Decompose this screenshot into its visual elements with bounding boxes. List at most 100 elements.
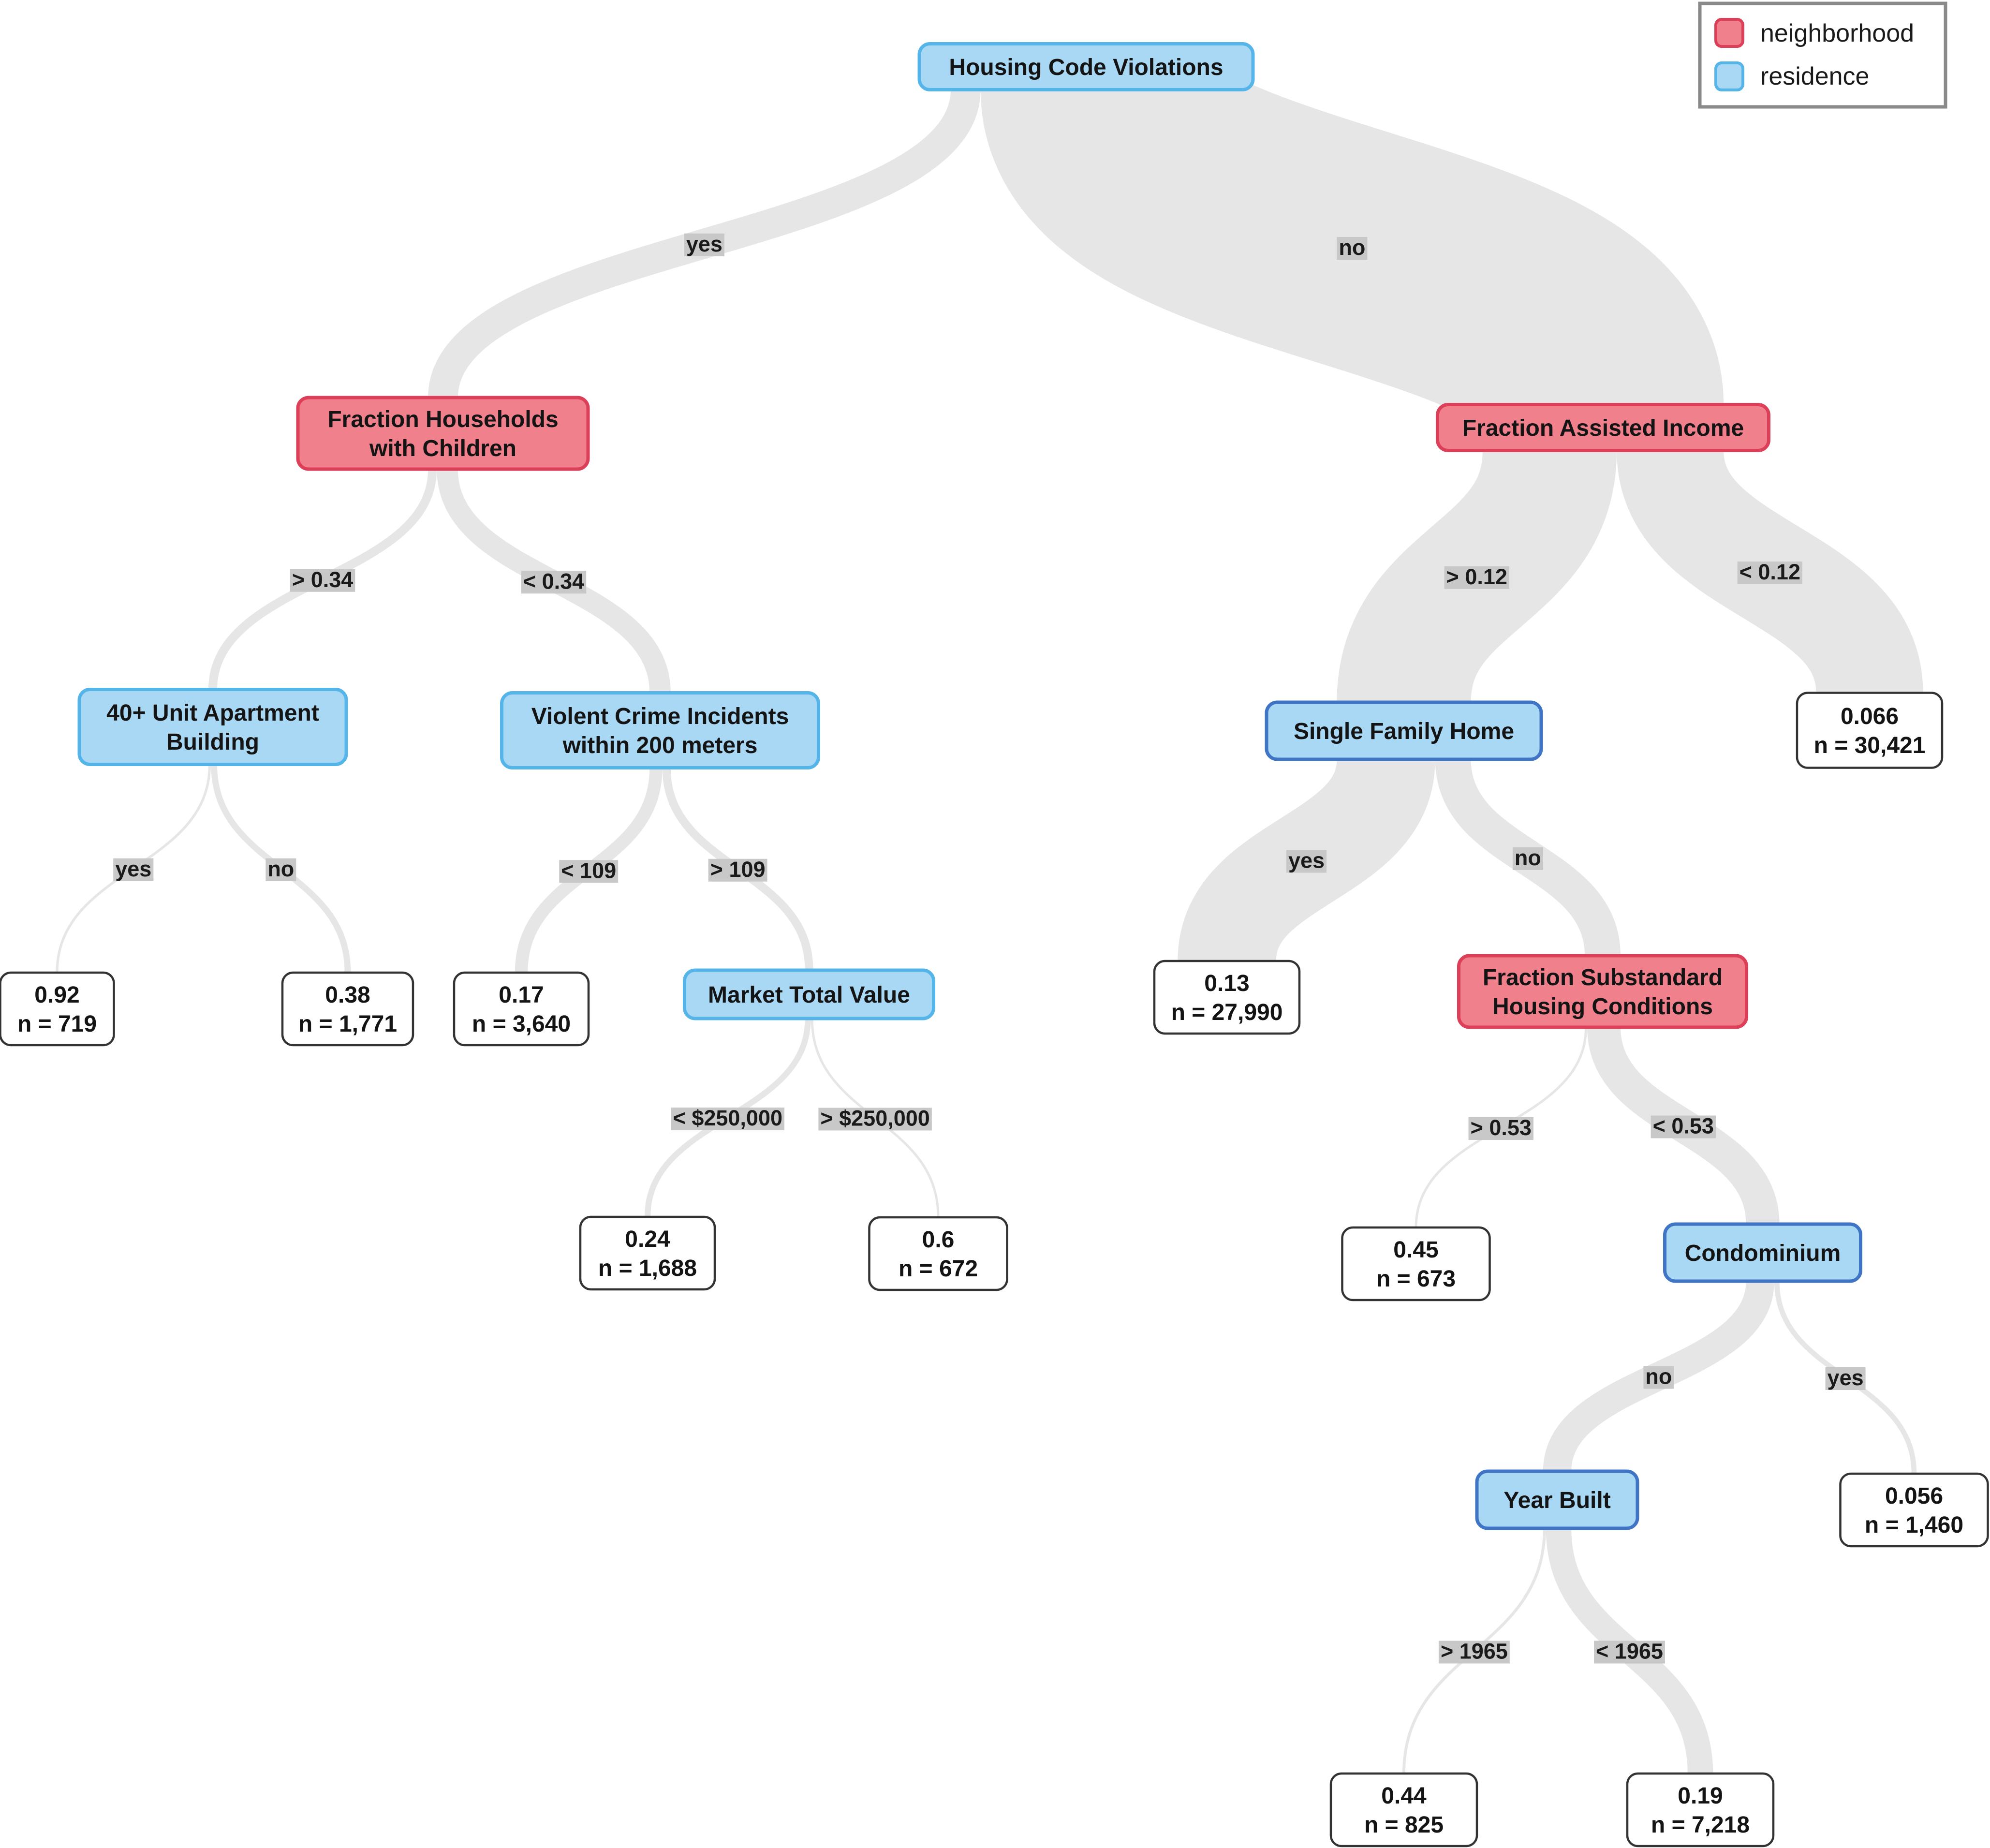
leaf-node-leaf-044: 0.44n = 825	[1329, 1772, 1478, 1848]
split-node-year-built: Year Built	[1475, 1469, 1639, 1530]
edge-label-housing_code-frac_assisted: no	[1337, 235, 1368, 260]
edge-label-year_built-leaf_044: > 1965	[1438, 1639, 1510, 1664]
edge-label-background	[1337, 237, 1368, 260]
leaf-node-leaf-045: 0.45n = 673	[1341, 1226, 1491, 1301]
node-label-line: n = 672	[899, 1256, 978, 1282]
node-box	[296, 396, 590, 471]
edge-label-background	[1512, 847, 1543, 870]
node-label-line: Fraction Substandard	[1483, 965, 1723, 991]
node-box	[1457, 954, 1748, 1029]
node-box	[683, 968, 935, 1020]
node-label-line: 0.38	[325, 982, 370, 1008]
edge-label-background	[1643, 1366, 1674, 1389]
leaf-node-leaf-019: 0.19 n = 7,218	[1626, 1772, 1775, 1848]
leaf-node-leaf-017: 0.17n = 3,640	[453, 971, 590, 1047]
edge-label-text: > 0.12	[1446, 564, 1507, 589]
edge-label-background	[818, 1108, 932, 1131]
split-node-condo: Condominium	[1663, 1222, 1862, 1283]
node-label-line: Violent Crime Incidents	[531, 704, 789, 729]
node-box	[917, 42, 1255, 91]
edge-label-text: > 1965	[1441, 1639, 1508, 1664]
edge-label-text: > 109	[710, 857, 766, 882]
edge-label-background	[1651, 1115, 1716, 1138]
node-box	[1626, 1772, 1775, 1848]
edge-label-background	[1468, 1117, 1533, 1140]
edge-label-frac_children-apt40: > 0.34	[290, 567, 355, 592]
split-node-frac-assisted: Fraction Assisted Income	[1436, 403, 1770, 452]
node-label-line: Housing Conditions	[1492, 994, 1713, 1020]
node-label-line: Fraction Households	[327, 407, 558, 432]
edge-label-frac_assisted-single_family: > 0.12	[1444, 564, 1509, 589]
node-label-line: n = 7,218	[1651, 1812, 1750, 1838]
edge-label-background	[1444, 566, 1509, 589]
node-label-line: 0.056	[1885, 1483, 1943, 1509]
edge-label-background	[708, 858, 767, 882]
node-label-line: n = 30,421	[1814, 733, 1926, 758]
split-node-housing-code: Housing Code Violations	[917, 42, 1255, 91]
node-label-line: 0.066	[1841, 704, 1899, 729]
edge-label-condo-leaf_0056: yes	[1825, 1365, 1866, 1390]
node-box	[1265, 700, 1543, 761]
edge-label-text: yes	[1828, 1365, 1864, 1390]
edge-label-text: yes	[1288, 848, 1325, 873]
edge-label-frac_substandard-condo: < 0.53	[1651, 1114, 1716, 1138]
legend: neighborhood residence	[1698, 1, 1947, 109]
node-label-line: n = 1,771	[298, 1011, 397, 1037]
node-label-line: 0.6	[922, 1227, 955, 1253]
edge-label-background	[290, 569, 355, 592]
edge-label-background	[1737, 562, 1803, 584]
edge-label-condo-year_built: no	[1643, 1364, 1674, 1389]
edge-label-text: < 0.12	[1739, 560, 1800, 584]
node-label-line: 0.19	[1678, 1783, 1723, 1809]
edge-label-apt40-leaf_092: yes	[113, 857, 154, 881]
edge-label-background	[113, 858, 154, 881]
edge-label-housing_code-frac_children: yes	[684, 232, 724, 256]
node-label-line: 0.92	[34, 982, 79, 1008]
edge-label-background	[1286, 850, 1327, 873]
edge-label-background	[1825, 1367, 1866, 1390]
node-box	[77, 688, 348, 766]
edge-label-market-leaf_024: < $250,000	[671, 1106, 785, 1130]
legend-label-neighborhood: neighborhood	[1760, 19, 1914, 47]
node-label-line: n = 1,688	[598, 1256, 697, 1281]
node-box	[868, 1216, 1008, 1291]
edge-label-apt40-leaf_038: no	[265, 857, 296, 881]
node-label-line: with Children	[369, 436, 516, 461]
edge-label-background	[1438, 1641, 1510, 1664]
node-label-line: Fraction Assisted Income	[1462, 415, 1744, 441]
node-label-line: Year Built	[1504, 1488, 1610, 1513]
edge-label-market-leaf_06: > $250,000	[818, 1106, 932, 1131]
node-label-line: n = 1,460	[1865, 1512, 1963, 1538]
edge-label-single_family-leaf_013: yes	[1286, 848, 1327, 873]
edge-label-violent-leaf_017: < 109	[559, 858, 619, 883]
edge-label-background	[671, 1108, 785, 1130]
legend-label-residence: residence	[1760, 62, 1869, 90]
node-label-line: 0.17	[499, 982, 544, 1008]
edge-label-frac_substandard-leaf_045: > 0.53	[1468, 1115, 1533, 1140]
leaf-node-leaf-024: 0.24 n = 1,688	[579, 1215, 716, 1291]
node-box	[1796, 692, 1944, 769]
leaf-node-leaf-038: 0.38 n = 1,771	[281, 971, 414, 1047]
node-label-line: 0.24	[625, 1227, 670, 1252]
edge-label-text: > 0.53	[1471, 1115, 1532, 1140]
node-label-line: Building	[166, 729, 259, 755]
node-label-line: 40+ Unit Apartment	[106, 700, 319, 726]
node-box	[579, 1215, 716, 1291]
node-label-line: Single Family Home	[1294, 719, 1514, 744]
edge-label-background	[559, 860, 619, 883]
split-node-frac-children: Fraction Households with Children	[296, 396, 590, 471]
edge-label-background	[521, 571, 587, 594]
edge-label-frac_children-violent: < 0.34	[521, 569, 587, 594]
node-box	[281, 971, 414, 1047]
leaf-node-leaf-092: 0.92n = 719	[0, 971, 115, 1047]
edge-label-background	[265, 858, 296, 881]
node-label-line: 0.44	[1381, 1783, 1427, 1809]
edge-label-text: yes	[686, 232, 722, 256]
edge-label-text: no	[1645, 1364, 1672, 1389]
edge-label-text: < $250,000	[673, 1106, 782, 1130]
legend-swatch-neighborhood	[1714, 18, 1744, 48]
